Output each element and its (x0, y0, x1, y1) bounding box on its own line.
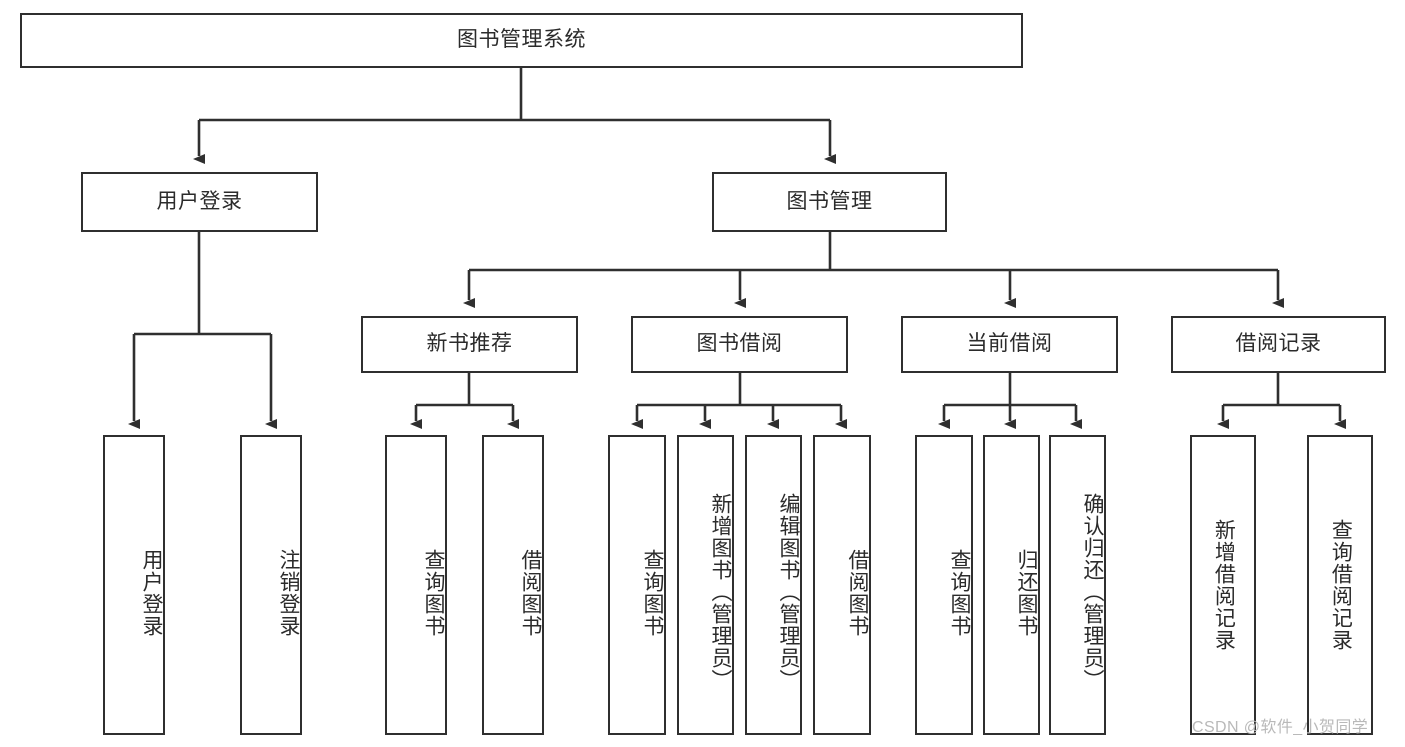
node-borrow-record[interactable]: 借阅记录 (1171, 316, 1386, 373)
node-leaf-query-book-2-label: 查询图书 (641, 549, 664, 637)
node-leaf-confirm-return[interactable]: 确认归还（管理员） (1049, 435, 1106, 735)
node-borrow-record-label: 借阅记录 (1235, 332, 1322, 356)
node-leaf-add-record-label: 新增借阅记录 (1212, 519, 1236, 651)
node-leaf-query-record-label: 查询借阅记录 (1329, 519, 1353, 651)
node-new-book-rec-label: 新书推荐 (426, 332, 513, 356)
node-leaf-query-book-1[interactable]: 查询图书 (385, 435, 447, 735)
node-leaf-query-book-2[interactable]: 查询图书 (608, 435, 666, 735)
node-leaf-borrow-book-1[interactable]: 借阅图书 (482, 435, 544, 735)
node-leaf-edit-book-label: 编辑图书（管理员） (777, 493, 800, 691)
node-root-label: 图书管理系统 (457, 28, 586, 52)
node-leaf-query-book-1-label: 查询图书 (422, 549, 445, 637)
node-leaf-return-book[interactable]: 归还图书 (983, 435, 1040, 735)
node-current-borrow[interactable]: 当前借阅 (901, 316, 1118, 373)
node-leaf-borrow-book-2-label: 借阅图书 (846, 549, 869, 637)
node-book-borrow-label: 图书借阅 (696, 332, 783, 356)
node-leaf-return-book-label: 归还图书 (1015, 549, 1038, 637)
node-leaf-borrow-book-2[interactable]: 借阅图书 (813, 435, 871, 735)
node-new-book-rec[interactable]: 新书推荐 (361, 316, 578, 373)
node-user-login-label: 用户登录 (156, 189, 243, 213)
node-user-login[interactable]: 用户登录 (81, 172, 318, 232)
node-leaf-add-record[interactable]: 新增借阅记录 (1190, 435, 1256, 735)
node-book-manage[interactable]: 图书管理 (712, 172, 947, 232)
node-leaf-logout-login[interactable]: 注销登录 (240, 435, 302, 735)
node-leaf-add-book[interactable]: 新增图书（管理员） (677, 435, 734, 735)
node-book-borrow[interactable]: 图书借阅 (631, 316, 848, 373)
node-leaf-query-book-3-label: 查询图书 (948, 549, 971, 637)
node-leaf-user-login[interactable]: 用户登录 (103, 435, 165, 735)
node-current-borrow-label: 当前借阅 (966, 332, 1053, 356)
node-leaf-query-book-3[interactable]: 查询图书 (915, 435, 973, 735)
node-leaf-confirm-return-label: 确认归还（管理员） (1081, 493, 1104, 691)
node-leaf-query-record[interactable]: 查询借阅记录 (1307, 435, 1373, 735)
node-leaf-logout-login-label: 注销登录 (277, 549, 300, 637)
node-root[interactable]: 图书管理系统 (20, 13, 1023, 68)
node-leaf-borrow-book-1-label: 借阅图书 (519, 549, 542, 637)
node-leaf-add-book-label: 新增图书（管理员） (709, 493, 732, 691)
node-book-manage-label: 图书管理 (786, 189, 873, 213)
node-leaf-user-login-label: 用户登录 (140, 549, 163, 637)
node-leaf-edit-book[interactable]: 编辑图书（管理员） (745, 435, 802, 735)
watermark-text: CSDN @软件_小贺同学 (1192, 719, 1369, 736)
